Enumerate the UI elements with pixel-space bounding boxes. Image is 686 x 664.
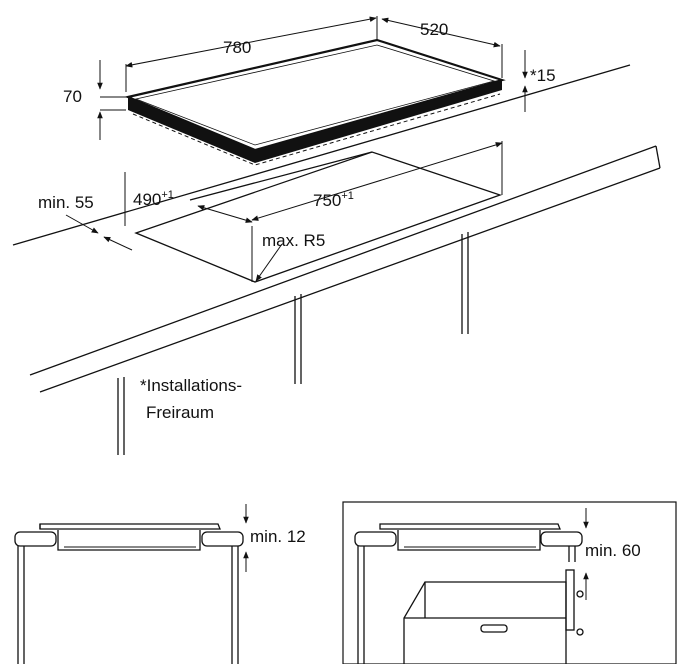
cutout-depth-tolerance: +1 [161,189,174,201]
top-dimensions [65,16,528,282]
cutout-width-tolerance: +1 [341,190,354,202]
label-width-780: 780 [223,38,251,57]
label-max-r5: max. R5 [262,231,325,250]
cutout-width-value: 750 [313,191,341,210]
cutout-depth-value: 490 [133,190,161,209]
worktop-cutout [134,151,502,283]
hob-perspective [124,38,506,166]
note-installation-line2: Freiraum [146,403,214,422]
label-height-70: 70 [63,87,82,106]
label-depth-520: 520 [420,20,448,39]
label-min-55: min. 55 [38,193,94,212]
section-right [342,501,677,664]
hob-front-edge [128,97,255,163]
label-min-60: min. 60 [585,541,641,560]
label-cutout-depth-490: 490+1 [133,189,174,209]
label-cutout-width-750: 750+1 [313,190,354,210]
label-clearance-15: *15 [530,66,556,85]
label-min-12: min. 12 [250,527,306,546]
detail-frame [342,501,677,664]
section-left [14,504,249,664]
hob-underside-dashed [132,93,501,166]
note-installation-line1: *Installations- [140,376,242,395]
